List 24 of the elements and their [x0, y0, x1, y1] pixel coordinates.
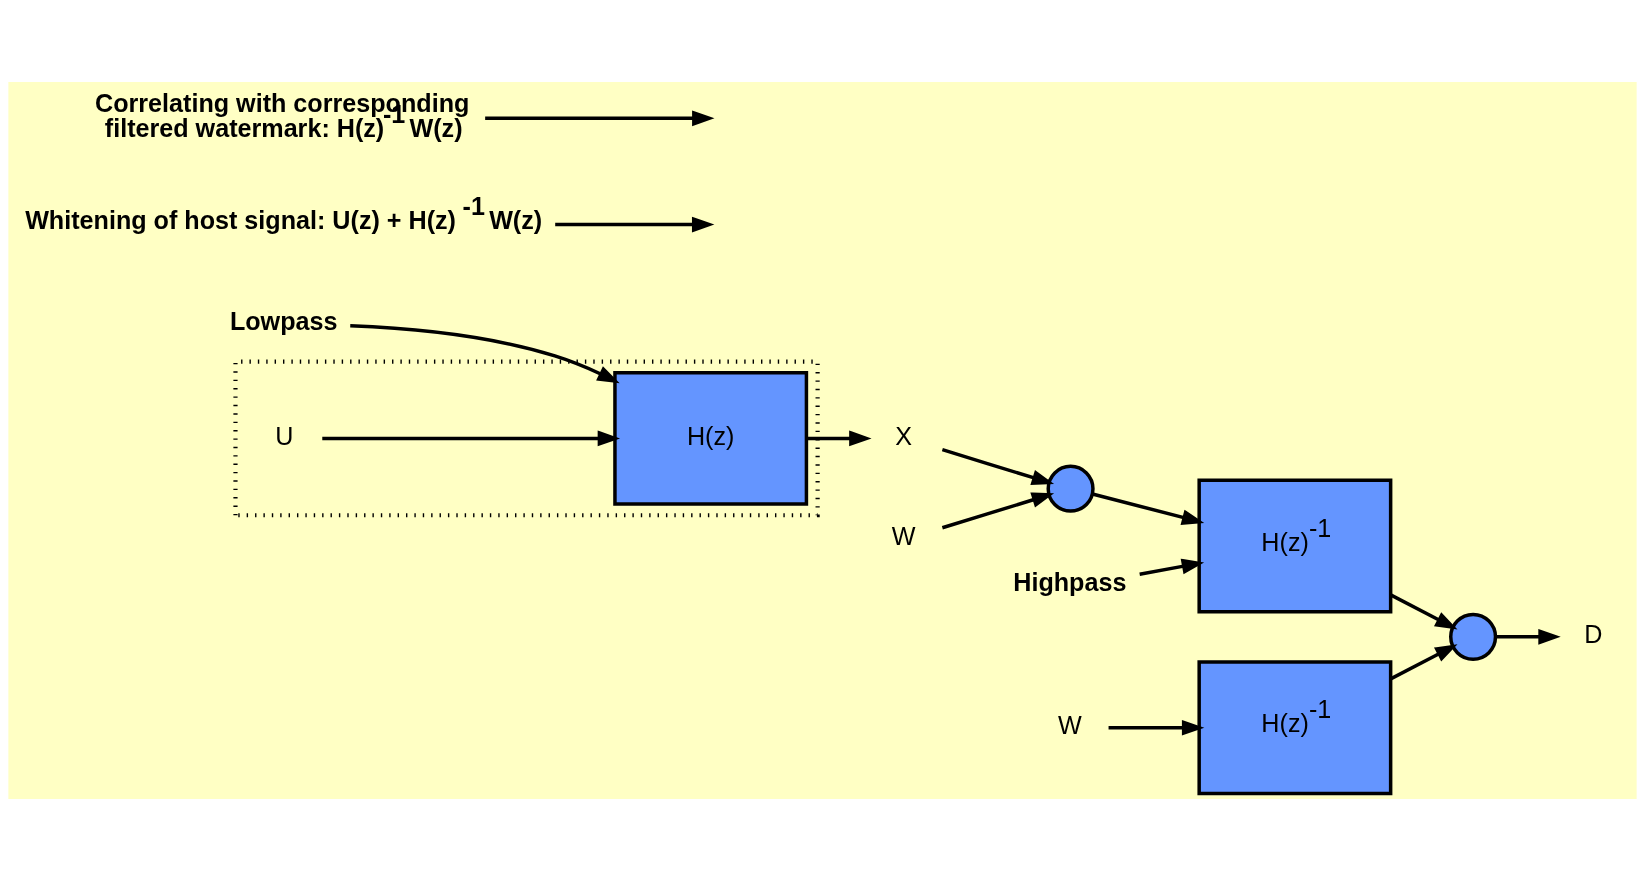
arrow — [941, 448, 1055, 485]
node-text: D — [1584, 620, 1603, 649]
arrow — [322, 430, 621, 447]
node-circle — [1046, 464, 1095, 513]
cluster — [233, 359, 820, 518]
node-text: W — [891, 522, 916, 551]
node-text: W — [1058, 710, 1082, 739]
node-text: U — [275, 421, 294, 450]
arrow — [1092, 492, 1205, 525]
arrow — [555, 216, 715, 233]
node-text: Lowpass — [229, 306, 338, 335]
arrow — [350, 324, 620, 384]
arrow — [1108, 719, 1205, 736]
arrow — [806, 430, 872, 447]
arrow — [1389, 644, 1458, 681]
arrow — [941, 492, 1055, 530]
node-text: Highpass — [1013, 568, 1127, 597]
arrow — [1139, 558, 1205, 576]
node-circle — [1449, 612, 1498, 661]
arrow — [485, 110, 715, 127]
arrow — [1389, 593, 1458, 630]
node-text: X — [895, 421, 912, 450]
arrow — [1495, 629, 1561, 645]
node-box: H(z) — [613, 370, 809, 506]
